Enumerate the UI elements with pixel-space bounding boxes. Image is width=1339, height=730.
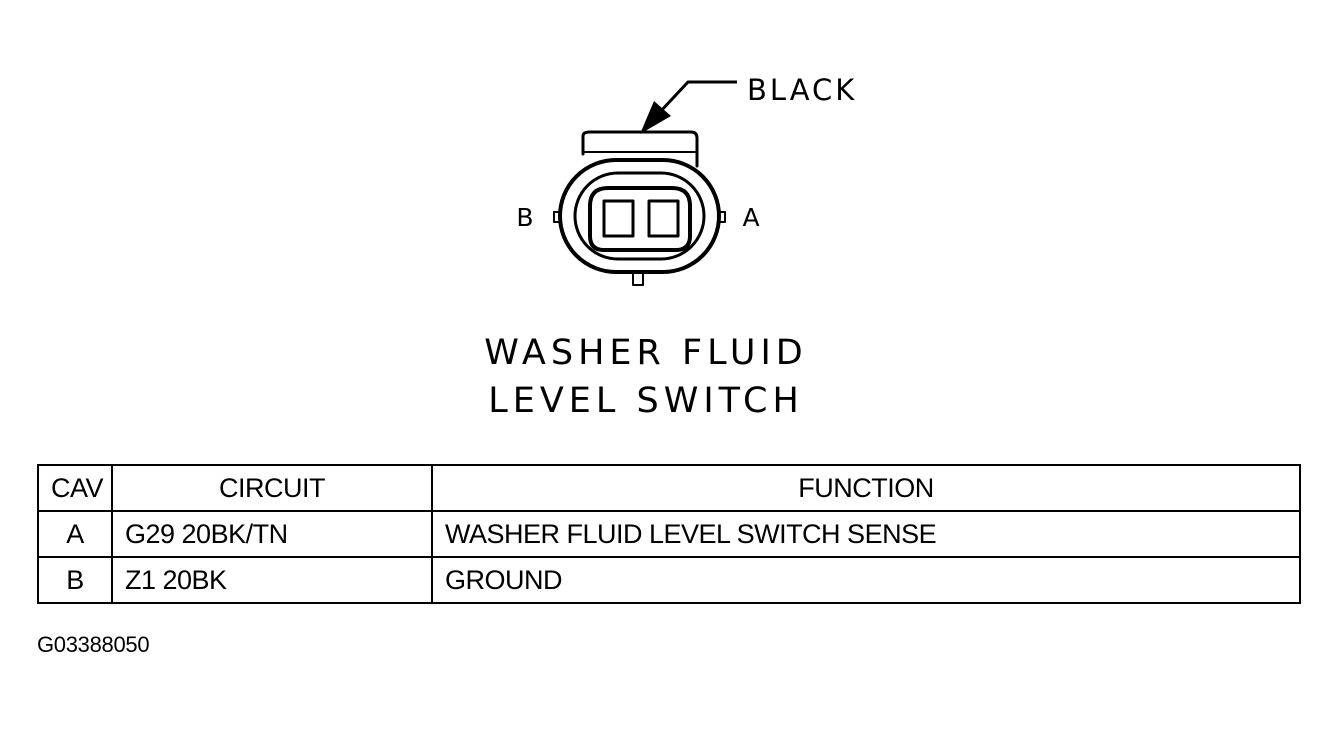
connector-inner-shell	[573, 171, 706, 261]
connector-outer-shell	[558, 158, 721, 274]
pinout-table: CAV CIRCUIT FUNCTION A G29 20BK/TN WASHE…	[37, 464, 1301, 604]
cavity-b	[602, 199, 635, 238]
cavity-label-b: B	[516, 203, 533, 232]
header-cav: CAV	[37, 464, 113, 512]
table-header-row: CAV CIRCUIT FUNCTION	[37, 464, 1301, 512]
side-nub-left	[553, 211, 561, 223]
arrow-head-icon	[640, 101, 671, 134]
connector-color-label: BLACK	[747, 73, 857, 107]
cavity-label-a: A	[742, 203, 759, 232]
terminal-well	[588, 186, 692, 252]
cavity-a	[647, 199, 680, 238]
cell-cav: B	[37, 556, 113, 604]
side-nub-right	[718, 211, 726, 223]
cell-function: WASHER FLUID LEVEL SWITCH SENSE	[431, 510, 1301, 558]
cell-circuit: G29 20BK/TN	[111, 510, 433, 558]
connector-title-line2: LEVEL SWITCH	[488, 381, 804, 421]
leader-arrow	[640, 80, 737, 134]
header-function: FUNCTION	[431, 464, 1301, 512]
table-row: A G29 20BK/TN WASHER FLUID LEVEL SWITCH …	[37, 510, 1301, 558]
connector-body	[553, 130, 726, 286]
connector-title-line1: WASHER FLUID	[484, 333, 808, 373]
cell-function: GROUND	[431, 556, 1301, 604]
header-circuit: CIRCUIT	[111, 464, 433, 512]
leader-line	[658, 80, 737, 114]
figure-id: G03388050	[37, 632, 150, 657]
cell-cav: A	[37, 510, 113, 558]
connector-diagram: BLACK B A WASHER FLUID LEVEL SWITCH	[484, 73, 857, 421]
connector-latch	[581, 130, 699, 168]
cell-circuit: Z1 20BK	[111, 556, 433, 604]
table-row: B Z1 20BK GROUND	[37, 556, 1301, 604]
bottom-key	[632, 270, 644, 286]
